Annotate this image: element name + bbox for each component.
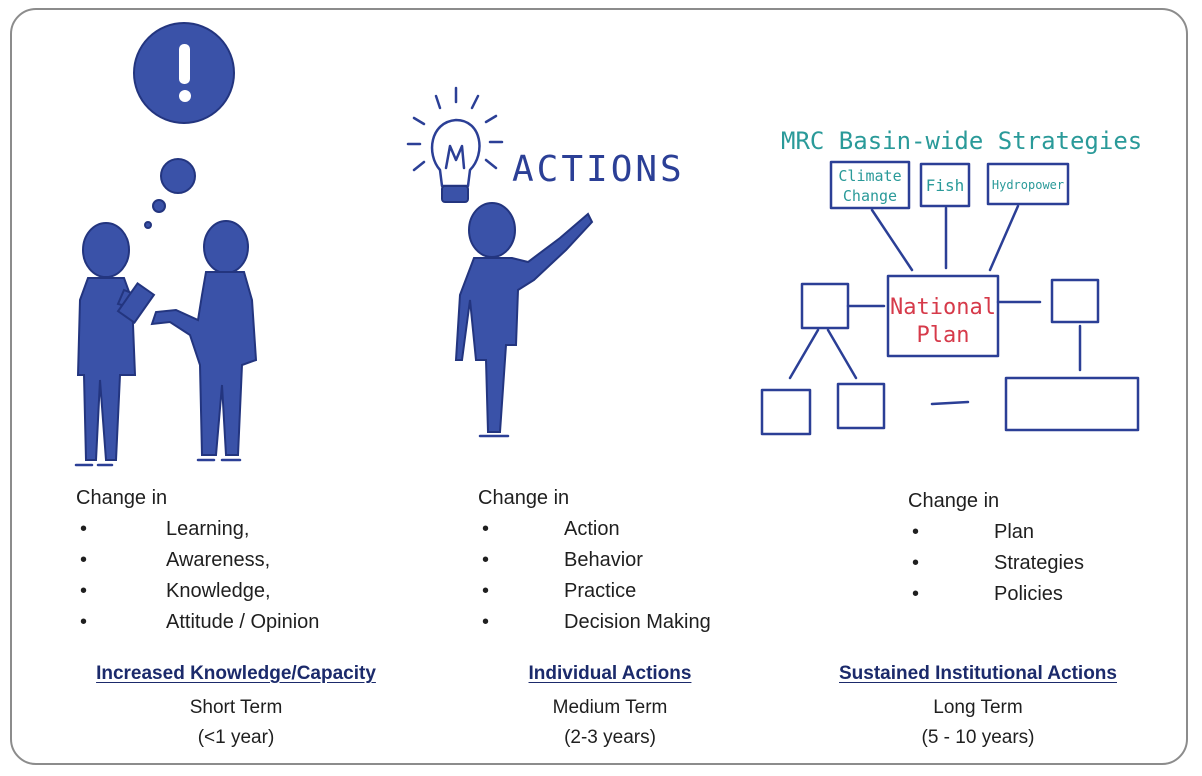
thought-bubble-icon bbox=[133, 22, 235, 229]
duration-label: (2-3 years) bbox=[564, 727, 656, 748]
national-plan-box: National Plan bbox=[886, 274, 1000, 358]
climate-change-line1: Climate bbox=[838, 167, 901, 185]
list-item: •Plan bbox=[912, 521, 1035, 543]
outcome-medium-term: Individual Actions Medium Term (2-3 year… bbox=[480, 663, 740, 753]
outcome-title: Increased Knowledge/Capacity bbox=[96, 663, 376, 684]
column-heading: Change in bbox=[478, 487, 570, 509]
list-item: •Policies bbox=[912, 583, 1063, 605]
term-label: Medium Term bbox=[552, 697, 668, 718]
list-item: •Behavior bbox=[482, 549, 643, 571]
column-short-term: Change in •Learning, •Awareness, •Knowle… bbox=[76, 487, 406, 638]
connector-lines bbox=[788, 204, 1082, 406]
change-list: •Action •Behavior •Practice •Decision Ma… bbox=[478, 514, 758, 638]
list-item: •Action bbox=[482, 518, 620, 540]
list-item: •Decision Making bbox=[482, 611, 711, 633]
list-item: •Learning, bbox=[80, 518, 250, 540]
empty-boxes bbox=[760, 278, 1140, 436]
climate-change-box: Climate Change bbox=[829, 160, 911, 210]
duration-label: (<1 year) bbox=[197, 727, 275, 748]
outcome-long-term: Sustained Institutional Actions Long Ter… bbox=[798, 663, 1158, 753]
list-item: •Awareness, bbox=[80, 549, 271, 571]
column-heading: Change in bbox=[908, 490, 1000, 512]
person-right-icon bbox=[150, 220, 258, 462]
term-label: Short Term bbox=[189, 697, 283, 718]
person-pointing-icon bbox=[454, 202, 594, 438]
national-plan-line2: Plan bbox=[917, 323, 970, 348]
column-heading: Change in bbox=[76, 487, 168, 509]
strategies-title: MRC Basin-wide Strategies bbox=[781, 127, 1142, 155]
list-item: •Attitude / Opinion bbox=[80, 611, 320, 633]
fish-box: Fish bbox=[919, 162, 971, 208]
change-list: •Learning, •Awareness, •Knowledge, •Atti… bbox=[76, 514, 406, 638]
column-medium-term: Change in •Action •Behavior •Practice •D… bbox=[478, 487, 758, 638]
duration-label: (5 - 10 years) bbox=[921, 727, 1035, 748]
national-plan-line1: National bbox=[890, 295, 996, 320]
fish-label: Fish bbox=[926, 176, 965, 195]
hydropower-box: Hydropower bbox=[986, 162, 1070, 206]
outcome-title: Individual Actions bbox=[528, 663, 692, 684]
list-item: •Knowledge, bbox=[80, 580, 271, 602]
lightbulb-icon bbox=[406, 86, 504, 203]
list-item: •Practice bbox=[482, 580, 637, 602]
hydropower-label: Hydropower bbox=[992, 178, 1064, 192]
column-long-term: Change in •Plan •Strategies •Policies bbox=[908, 490, 1148, 610]
term-label: Long Term bbox=[933, 697, 1023, 718]
actions-label: ACTIONS bbox=[512, 149, 685, 190]
outcome-title: Sustained Institutional Actions bbox=[839, 663, 1117, 684]
list-item: •Strategies bbox=[912, 552, 1085, 574]
climate-change-line2: Change bbox=[843, 187, 897, 205]
person-left-icon bbox=[74, 222, 156, 467]
outcome-short-term: Increased Knowledge/Capacity Short Term … bbox=[56, 663, 416, 753]
change-list: •Plan •Strategies •Policies bbox=[908, 517, 1148, 610]
